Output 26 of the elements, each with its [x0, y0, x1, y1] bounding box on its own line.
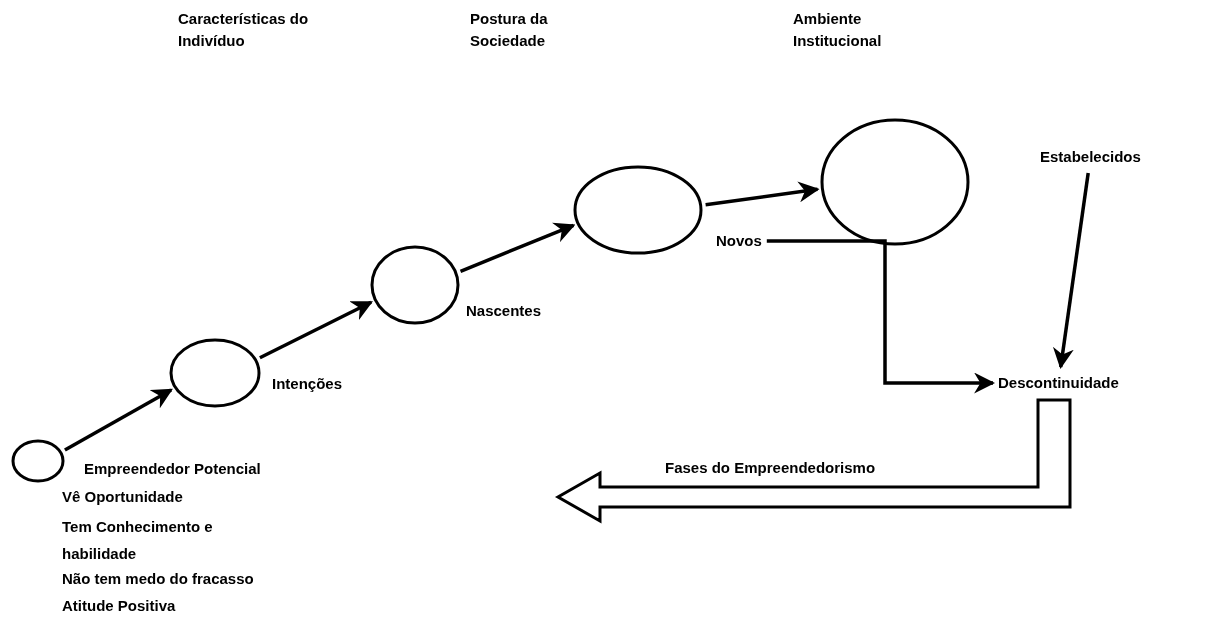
stage-label: Empreendedor Potencial — [84, 459, 261, 479]
stage-label: Descontinuidade — [998, 372, 1119, 394]
arrow — [1052, 172, 1090, 370]
stage-circle — [370, 245, 460, 325]
trait-text: Vê Oportunidade — [62, 487, 183, 507]
stage-label: Nascentes — [466, 301, 542, 321]
stage-circle — [169, 338, 261, 408]
stage-label: Novos — [716, 230, 762, 252]
stage-circle — [820, 118, 970, 246]
trait-text: Tem Conhecimento e habilidade — [62, 517, 214, 564]
column-heading: Postura da Sociedade — [470, 9, 549, 51]
trait-text: Atitude Positiva — [62, 596, 176, 616]
stage-label: Intenções — [272, 374, 343, 394]
arrow — [64, 388, 173, 452]
block-arrow — [554, 398, 1072, 524]
column-heading: Ambiente Institucional — [793, 9, 883, 51]
arrow — [259, 300, 373, 360]
column-heading: Características do Indivíduo — [178, 9, 310, 51]
arrow — [459, 222, 576, 273]
arrow — [766, 239, 996, 394]
arrow — [705, 181, 820, 207]
edge-label: Fases do Empreendedorismo — [665, 458, 876, 478]
trait-text: Não tem medo do fracasso — [62, 569, 254, 589]
stage-label: Estabelecidos — [1040, 146, 1141, 168]
stage-circle — [573, 165, 703, 255]
stage-circle — [11, 439, 65, 483]
